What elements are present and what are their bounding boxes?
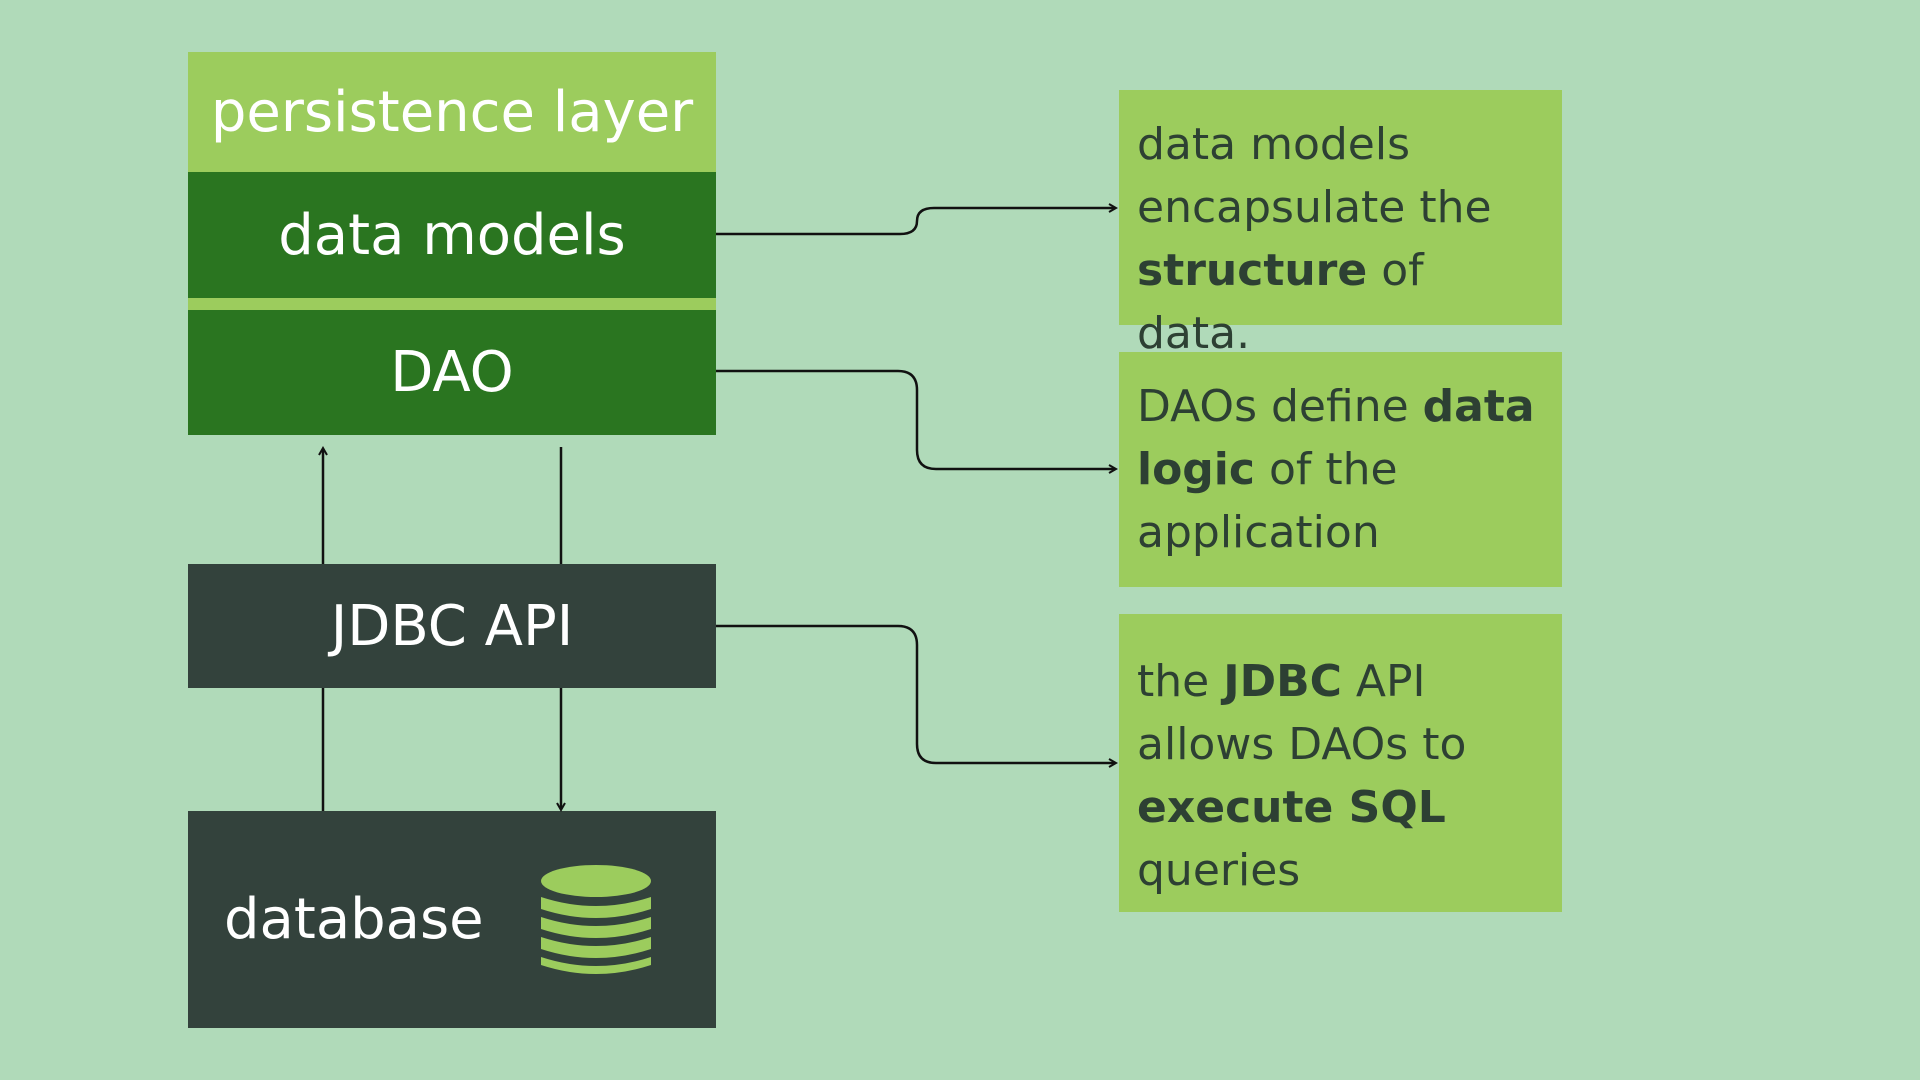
- note-jdbc-line-1: the JDBC API: [1137, 650, 1544, 713]
- note-models-line-3: structure of data.: [1137, 239, 1544, 365]
- data-models-label: data models: [278, 202, 626, 268]
- note-jdbc-text-1: the: [1137, 656, 1224, 707]
- note-dao-bold-1: data: [1422, 381, 1535, 432]
- persistence-layer-header: persistence layer: [188, 52, 716, 172]
- note-models-bold: structure: [1137, 245, 1368, 296]
- connector-data-models: [716, 208, 1115, 236]
- note-jdbc-text-2: API: [1341, 656, 1426, 707]
- note-dao-line-2: logic of the: [1137, 438, 1544, 501]
- note-jdbc-line-2: allows DAOs to: [1137, 719, 1467, 770]
- note-models-tail: of data.: [1137, 245, 1424, 359]
- note-jdbc-bold-2: execute SQL: [1137, 782, 1446, 833]
- connector-jdbc: [716, 624, 1115, 763]
- database-label: database: [224, 887, 484, 952]
- note-jdbc-line-3: execute SQL: [1137, 776, 1544, 839]
- jdbc-api-label: JDBC API: [330, 593, 574, 659]
- note-dao-line-1: DAOs define data: [1137, 375, 1544, 438]
- note-dao-bold-2: logic: [1137, 444, 1255, 495]
- note-dao-line-3: application: [1137, 507, 1380, 558]
- note-dao-text-1: DAOs define: [1137, 381, 1423, 432]
- note-dao: DAOs define data logic of the applicatio…: [1119, 352, 1562, 587]
- layer-divider: [188, 298, 716, 310]
- note-jdbc-bold-1: JDBC: [1223, 656, 1342, 707]
- database-box: database: [188, 811, 716, 1028]
- data-models-box: data models: [188, 172, 716, 298]
- note-models-line-1: data models: [1137, 119, 1411, 170]
- dao-box: DAO: [188, 310, 716, 435]
- note-jdbc: the JDBC API allows DAOs to execute SQL …: [1119, 614, 1562, 912]
- note-jdbc-line-4: queries: [1137, 845, 1301, 896]
- note-dao-text-2: of the: [1254, 444, 1398, 495]
- jdbc-api-box: JDBC API: [188, 564, 716, 688]
- database-stack-icon: [541, 865, 651, 974]
- note-data-models: data models encapsulate the structure of…: [1119, 90, 1562, 359]
- note-models-line-2: encapsulate the: [1137, 182, 1492, 233]
- persistence-layer-label: persistence layer: [210, 79, 694, 145]
- dao-label: DAO: [390, 340, 514, 405]
- connector-dao: [716, 369, 1115, 469]
